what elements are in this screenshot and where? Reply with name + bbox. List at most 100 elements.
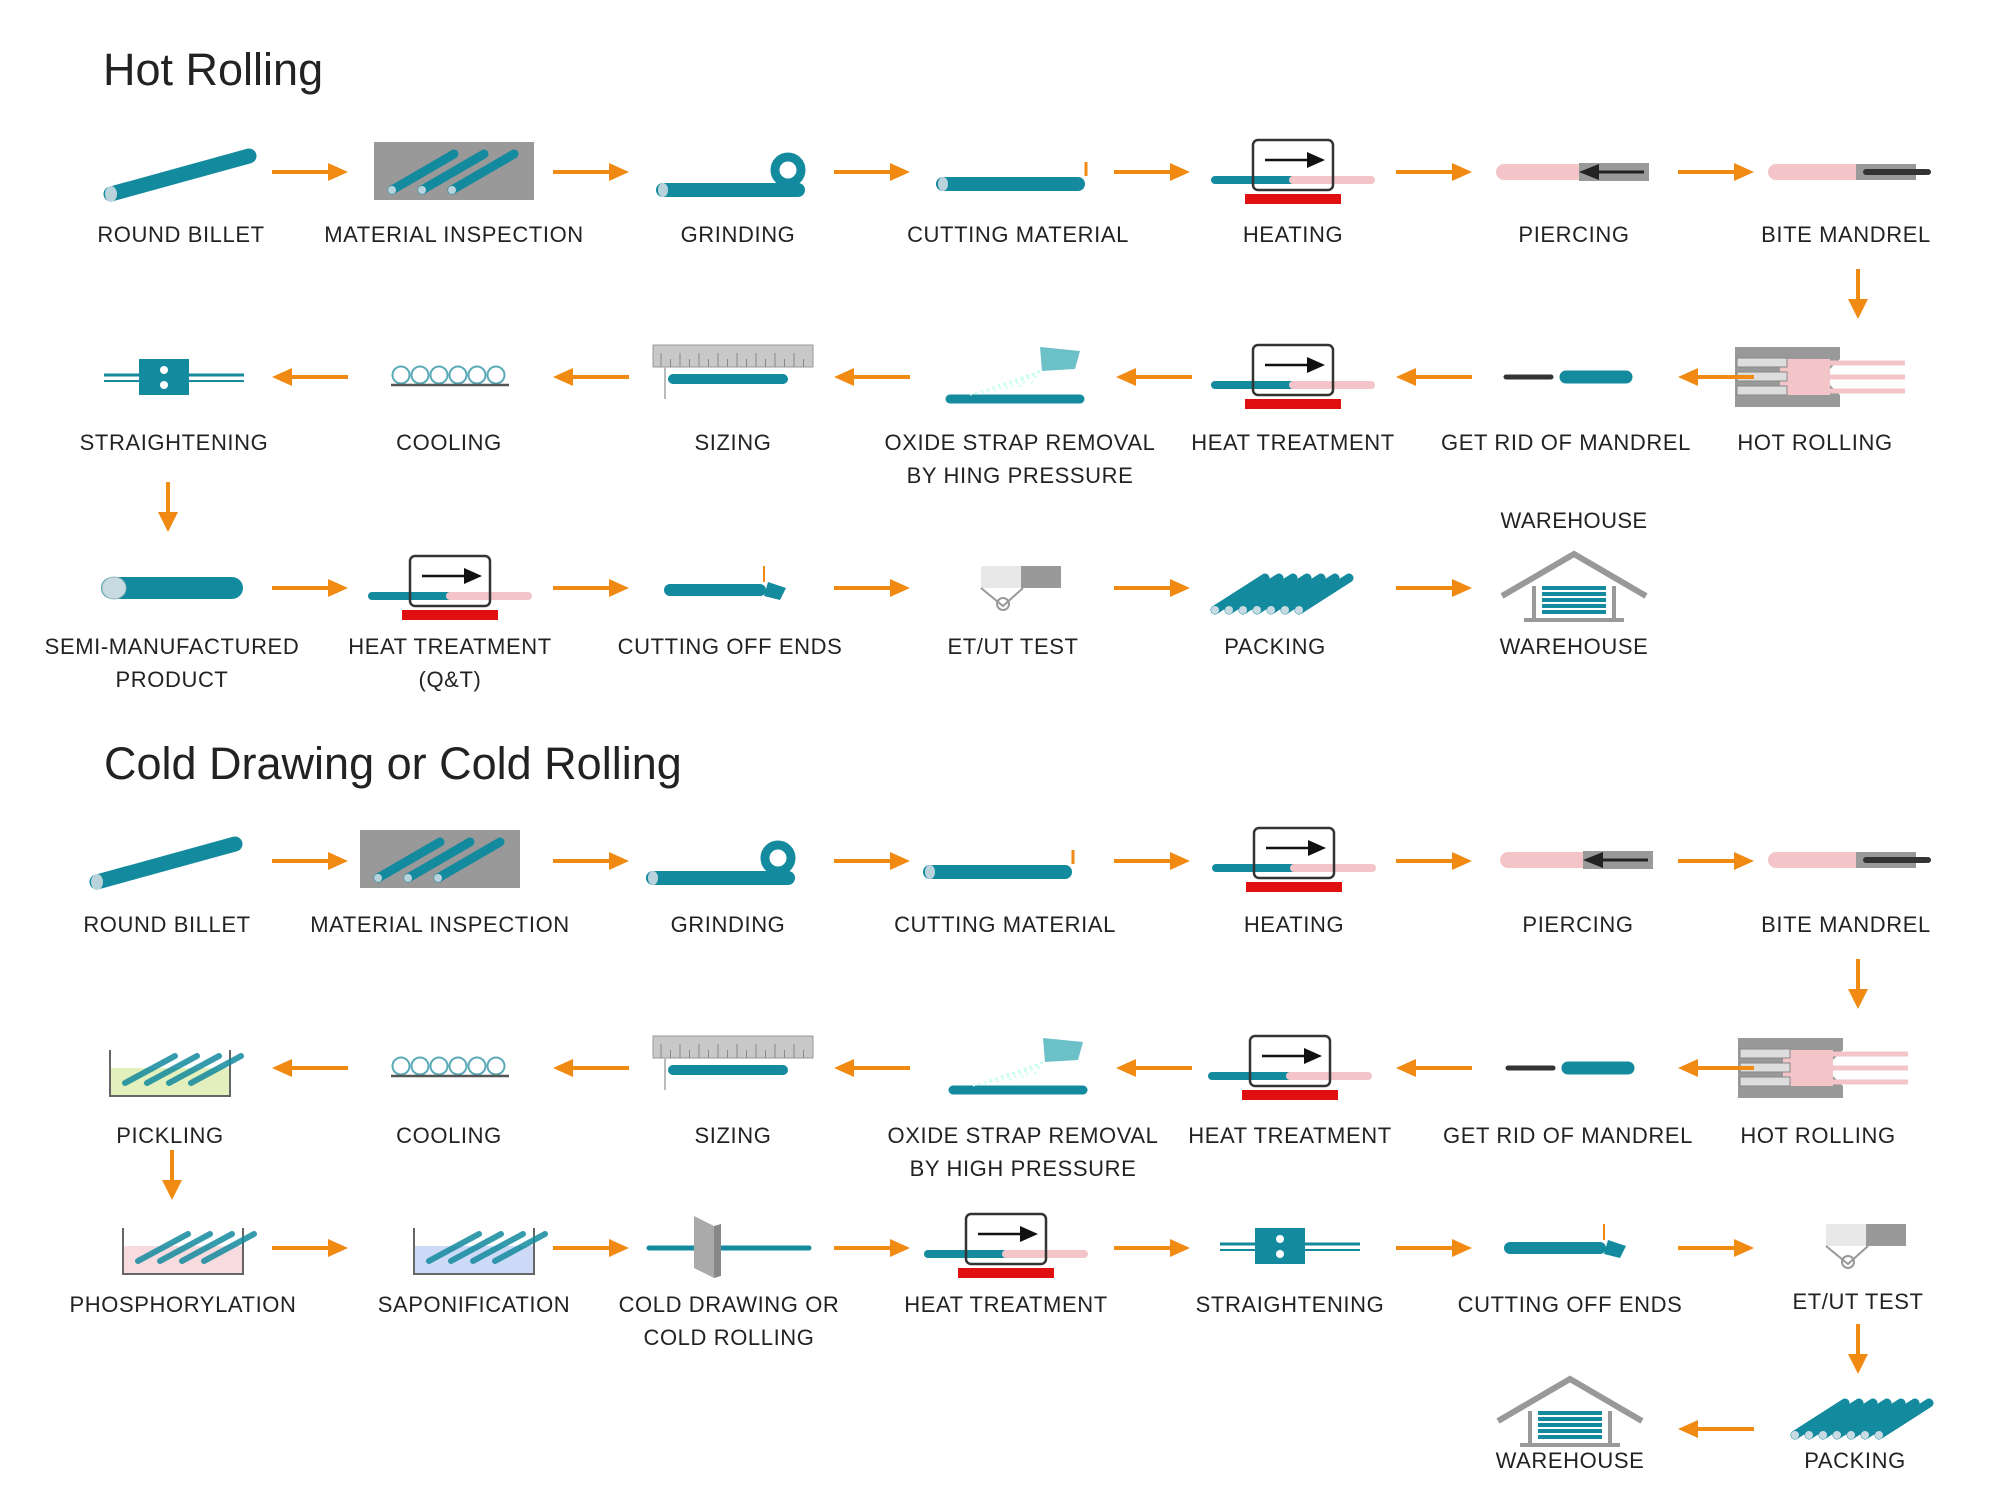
flow-arrow-left-icon [834, 368, 910, 386]
piercing-icon [1500, 851, 1653, 869]
step-label: HEAT TREATMENT (Q&T) [348, 634, 552, 692]
flow-arrow-right-icon [272, 579, 348, 597]
step-label: HEATING [1243, 912, 1345, 937]
flow-arrow-right-icon [553, 163, 629, 181]
packing-icon [1790, 1398, 1934, 1440]
flow-arrow-left-icon [1678, 1420, 1754, 1438]
flow-arrow-left-icon [1396, 1059, 1472, 1077]
step-label: CUTTING MATERIAL [894, 912, 1116, 937]
step-label: SAPONIFICATION [377, 1292, 571, 1317]
semi-icon [101, 576, 243, 600]
hot-rolling-icon [1735, 347, 1905, 407]
billet-icon [89, 836, 243, 890]
flow-arrow-down-icon [1848, 1324, 1868, 1374]
flow-arrow-left-icon [272, 368, 348, 386]
flow-arrow-right-icon [1114, 1239, 1190, 1257]
billet-icon [103, 148, 257, 202]
step-label: PIERCING [1518, 222, 1630, 247]
flow-arrow-right-icon [1114, 579, 1190, 597]
step-label: PACKING [1804, 1448, 1906, 1473]
et-ut-icon [980, 566, 1061, 611]
step-label: ROUND BILLET [83, 912, 251, 937]
step-label: HEAT TREATMENT [904, 1292, 1108, 1317]
heating-icon [1211, 138, 1375, 204]
step-label: WAREHOUSE [1499, 634, 1649, 659]
flow-arrow-right-icon [272, 1239, 348, 1257]
flow-arrow-down-icon [1848, 959, 1868, 1009]
step-label: BITE MANDREL [1761, 222, 1931, 247]
step-label: PACKING [1224, 634, 1326, 659]
step-label: ET/UT TEST [1792, 1289, 1924, 1314]
step-label: CUTTING OFF ENDS [617, 634, 843, 659]
heating-icon [1211, 343, 1375, 409]
step-label: HEATING [1242, 222, 1344, 247]
flow-arrow-right-icon [553, 852, 629, 870]
cooling-icon [391, 1056, 509, 1078]
step-label: PICKLING [116, 1123, 224, 1148]
et-ut-icon [1825, 1224, 1906, 1269]
flow-arrow-right-icon [272, 163, 348, 181]
cooling-icon [391, 365, 509, 387]
step-label: ET/UT TEST [947, 634, 1079, 659]
saponification-icon [413, 1228, 548, 1275]
flow-arrow-right-icon [1678, 852, 1754, 870]
warehouse-icon [1496, 1375, 1644, 1447]
cutting-ends-icon [1504, 1224, 1626, 1258]
flow-arrow-right-icon [1678, 163, 1754, 181]
step-label: HOT ROLLING [1737, 430, 1893, 455]
cutting-icon [936, 162, 1088, 191]
step-label: GRINDING [670, 912, 786, 937]
inspection-icon [374, 142, 534, 200]
flow-arrow-right-icon [1114, 163, 1190, 181]
step-label: SIZING [694, 430, 772, 455]
straightening-icon [104, 359, 244, 395]
step-label: MATERIAL INSPECTION [324, 222, 584, 247]
flow-arrow-left-icon [1116, 1059, 1192, 1077]
step-label: PIERCING [1522, 912, 1634, 937]
step-label: SEMI-MANUFACTURED PRODUCT [44, 634, 300, 692]
flow-arrow-left-icon [1678, 1059, 1754, 1077]
cold-drawing-icon [646, 1216, 812, 1278]
flow-arrow-left-icon [553, 368, 629, 386]
step-label: COOLING [396, 430, 502, 455]
flow-arrow-right-icon [553, 1239, 629, 1257]
heating-icon [368, 554, 532, 620]
flow-arrow-right-icon [834, 1239, 910, 1257]
step-label: COLD DRAWING OR COLD ROLLING [618, 1292, 840, 1350]
heating-icon [1212, 826, 1376, 892]
oxide-icon [948, 1038, 1088, 1095]
step-label: BITE MANDREL [1761, 912, 1931, 937]
flow-arrow-right-icon [834, 579, 910, 597]
flow-arrow-right-icon [1396, 163, 1472, 181]
step-label: HOT ROLLING [1740, 1123, 1896, 1148]
get-rid-mandrel-icon [1503, 370, 1633, 384]
flow-arrow-right-icon [1396, 852, 1472, 870]
bite-mandrel-icon [1768, 852, 1931, 868]
grinding-icon [656, 152, 806, 197]
oxide-icon [945, 347, 1085, 404]
cutting-icon [923, 850, 1075, 879]
flow-arrow-right-icon [553, 579, 629, 597]
flow-arrow-left-icon [1396, 368, 1472, 386]
step-label: STRAIGHTENING [79, 430, 269, 455]
step-label: GRINDING [680, 222, 796, 247]
pickling-icon [109, 1050, 244, 1097]
bite-mandrel-icon [1768, 164, 1931, 180]
heating-icon [1208, 1034, 1372, 1100]
grinding-icon [646, 840, 796, 885]
step-label: GET RID OF MANDREL [1443, 1123, 1693, 1148]
step-label: STRAIGHTENING [1195, 1292, 1385, 1317]
phosphorylation-icon [122, 1228, 257, 1275]
flow-arrow-right-icon [1396, 1239, 1472, 1257]
step-label: HEAT TREATMENT [1188, 1123, 1392, 1148]
step-label: HEAT TREATMENT [1191, 430, 1395, 455]
step-label: GET RID OF MANDREL [1441, 430, 1691, 455]
step-label: WAREHOUSE [1495, 1448, 1645, 1473]
step-label: ROUND BILLET [97, 222, 265, 247]
step-label: SIZING [694, 1123, 772, 1148]
flow-arrow-left-icon [1678, 368, 1754, 386]
flow-arrow-down-icon [158, 482, 178, 532]
flow-arrow-right-icon [272, 852, 348, 870]
warehouse-heading: WAREHOUSE [1500, 508, 1648, 533]
